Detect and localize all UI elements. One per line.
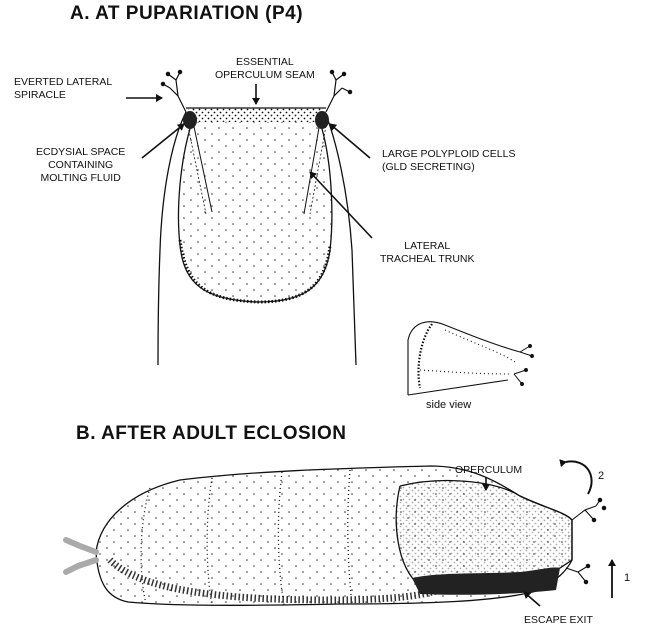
anterior-spiracle-lower [566, 566, 588, 582]
label-operculum: OPERCULUM [455, 464, 522, 477]
spiracle-left [163, 72, 186, 112]
label-lift-step: 1 [624, 572, 630, 584]
posterior-spiracles [66, 540, 96, 572]
label-line: EVERTED LATERAL [14, 76, 112, 89]
label-operculum-seam: ESSENTIAL OPERCULUM SEAM [215, 56, 315, 82]
anterior-spiracle-upper [572, 500, 600, 520]
label-line: LARGE POLYPLOID CELLS [382, 148, 515, 161]
label-line: OPERCULUM [455, 464, 522, 477]
label-ecdysial-space: ECDYSIAL SPACE CONTAINING MOLTING FLUID [36, 146, 125, 185]
label-line: TRACHEAL TRUNK [380, 253, 475, 266]
operculum-seam-band [188, 108, 324, 122]
label-everted-spiracle: EVERTED LATERAL SPIRACLE [14, 76, 112, 102]
label-side-view: side view [426, 399, 471, 411]
label-rotation-step: 2 [598, 470, 604, 482]
polyploid-cells-left [183, 111, 197, 129]
rotation-arrow [566, 461, 592, 494]
label-tracheal-trunk: LATERAL TRACHEAL TRUNK [380, 240, 475, 266]
larva-anterior-drawing [158, 70, 356, 365]
inner-body-outline [179, 122, 332, 302]
label-line: OPERCULUM SEAM [215, 69, 315, 82]
label-line: ESSENTIAL [215, 56, 315, 69]
side-view-inset [408, 322, 533, 395]
arrow-ecdysial [142, 124, 184, 158]
panel-b-title: B. AFTER ADULT ECLOSION [76, 423, 346, 445]
arrow-polyploid [330, 124, 370, 158]
label-polyploid-cells: LARGE POLYPLOID CELLS (GLD SECRETING) [382, 148, 515, 174]
label-line: MOLTING FLUID [36, 172, 125, 185]
panel-a-title: A. AT PUPARIATION (P4) [70, 3, 303, 25]
label-line: LATERAL [380, 240, 475, 253]
label-line: SPIRACLE [14, 89, 112, 102]
label-escape-exit: ESCAPE EXIT [524, 614, 593, 627]
label-line: ESCAPE EXIT [524, 614, 593, 627]
label-line: ECDYSIAL SPACE [36, 146, 125, 159]
label-line: (GLD SECRETING) [382, 161, 515, 174]
polyploid-cells-right [315, 111, 329, 129]
label-line: CONTAINING [36, 159, 125, 172]
puparium-drawing [66, 466, 606, 606]
arrow-escape-exit [524, 592, 540, 606]
spiracle-right [326, 72, 350, 112]
